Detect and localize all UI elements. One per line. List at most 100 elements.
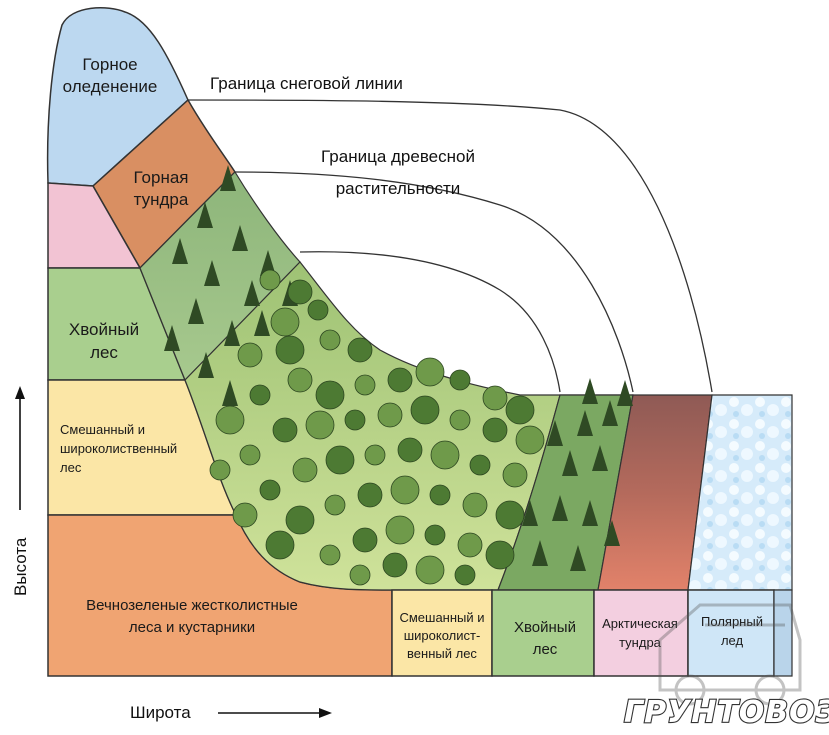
conifer-tree (244, 280, 260, 306)
zone-mountain-glaciation (46, 7, 189, 187)
conifer-tree (204, 260, 220, 286)
broadleaf-tree (515, 425, 545, 455)
watermark-logo: ГРУНТОВОЗОВ (623, 603, 829, 731)
zone-polar-ice (687, 589, 775, 677)
latitude-arrow-head (319, 708, 332, 718)
broadleaf-tree (410, 395, 440, 425)
ice-side-face (773, 589, 793, 677)
broadleaf-tree (315, 380, 345, 410)
truck-icon (658, 603, 802, 706)
broadleaf-tree (354, 374, 376, 396)
broadleaf-tree (319, 329, 341, 351)
snow-line-label: Граница снеговой линии (210, 74, 403, 93)
broadleaf-tree (357, 482, 383, 508)
broadleaf-tree (482, 417, 508, 443)
conifer-tree (197, 202, 213, 228)
conifer-tree (547, 420, 563, 446)
broadleaf-tree (270, 307, 300, 337)
broadleaf-tree (249, 384, 271, 406)
broadleaf-tree (415, 555, 445, 585)
conifer-tree (522, 500, 538, 526)
conifer-tree (577, 410, 593, 436)
broadleaf-tree (385, 515, 415, 545)
broadleaf-tree (275, 335, 305, 365)
conifer-tree (604, 520, 620, 546)
conifer-tree (570, 545, 586, 571)
broadleaf-tree (429, 484, 451, 506)
conifer-tree (198, 352, 214, 378)
snow-line-curve (187, 99, 713, 393)
broadleaf-tree (449, 369, 471, 391)
zone-mixed-bottom (391, 589, 493, 677)
broadleaf-tree (344, 409, 366, 431)
broadleaf-tree (505, 395, 535, 425)
broadleaf-tree (325, 445, 355, 475)
broadleaf-tree (239, 444, 261, 466)
broadleaf-tree (469, 454, 491, 476)
broadleaf-tree (307, 299, 329, 321)
broadleaf-tree (424, 524, 446, 546)
conifer-tree (254, 310, 270, 336)
broadleaf-tree (287, 367, 313, 393)
conifer-tree (602, 400, 618, 426)
broadleaf-tree (259, 479, 281, 501)
altitude-arrow-head (15, 386, 25, 399)
broadleaf-tree (285, 505, 315, 535)
broadleaf-tree (305, 410, 335, 440)
conifer-tree (224, 320, 240, 346)
broadleaf-tree (382, 552, 408, 578)
forest-slope (139, 165, 793, 591)
axes: Высота Широта (11, 386, 332, 722)
broadleaf-tree (449, 409, 471, 431)
tree-line-curve-lower (299, 251, 561, 393)
annotations: Граница снеговой линии Граница древесной… (210, 74, 475, 198)
conifer-tree (260, 250, 276, 276)
broadleaf-tree (319, 544, 341, 566)
x-axis-label: Широта (130, 703, 191, 722)
broadleaf-tree (209, 459, 231, 481)
conifer-tree (232, 225, 248, 251)
broadleaf-tree (495, 500, 525, 530)
conifer-tree (222, 380, 238, 406)
broadleaf-tree (397, 437, 423, 463)
broadleaf-tree (482, 385, 508, 411)
watermark-text: ГРУНТОВОЗОВ (624, 695, 829, 730)
conifer-tree (172, 238, 188, 264)
conifer-tree (532, 540, 548, 566)
broadleaf-tree (364, 444, 386, 466)
broadleaf-tree (232, 502, 258, 528)
conifer-tree (582, 500, 598, 526)
broadleaf-tree (390, 475, 420, 505)
bottom-strip (391, 589, 793, 677)
boundary-lines (187, 99, 713, 393)
broadleaf-tree (377, 402, 403, 428)
broadleaf-tree (292, 457, 318, 483)
broadleaf-tree (415, 357, 445, 387)
tree-line-curve-upper (234, 171, 634, 393)
broadleaf-tree (215, 405, 245, 435)
broadleaf-tree (347, 337, 373, 363)
conifer-tree (617, 380, 633, 406)
conifer-tree (562, 450, 578, 476)
broadleaf-tree (457, 532, 483, 558)
conifer-tree (592, 445, 608, 471)
mountain-bands (46, 7, 393, 677)
broadleaf-tree (349, 564, 371, 586)
zone-coniferous-bottom (491, 589, 595, 677)
conifer-tree (220, 165, 236, 191)
conifer-tree (582, 378, 598, 404)
broadleaf-tree (287, 279, 313, 305)
tree-cluster (164, 165, 633, 586)
broadleaf-tree (272, 417, 298, 443)
